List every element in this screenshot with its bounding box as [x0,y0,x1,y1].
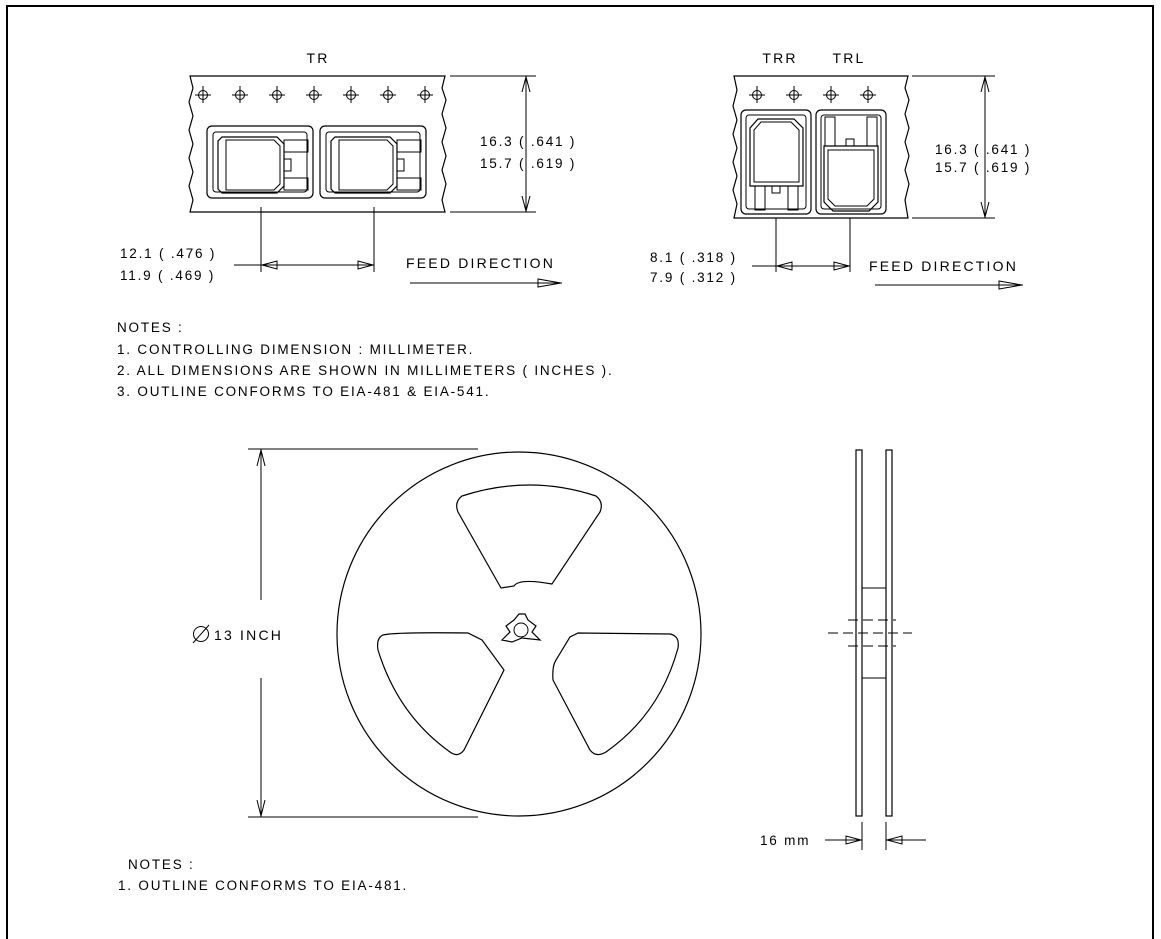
sprocket-holes-trr-trl [748,85,877,104]
trr-trl-feed-direction: FEED DIRECTION [869,258,1018,274]
trr-trl-height-max: 16.3 ( .641 ) [935,142,1031,157]
notes-bottom-heading: NOTES : [128,857,195,872]
diameter-icon [192,624,210,644]
reel-front-view [336,451,702,817]
trr-trl-height-dimension [912,75,995,219]
tr-height-max: 16.3 ( .641 ) [480,134,576,149]
tr-pitch-min: 11.9 ( .469 ) [120,268,215,283]
notes-bottom: NOTES : 1. OUTLINE CONFORMS TO EIA-481. [118,857,408,893]
tr-label: TR [306,50,329,66]
notes-top: NOTES : 1. CONTROLLING DIMENSION : MILLI… [117,320,614,399]
pocket-trr [740,109,812,215]
reel-width-dimension [825,822,926,850]
reel-window-left [376,632,505,756]
tr-feed-direction: FEED DIRECTION [406,255,555,271]
notes-top-item: 3. OUTLINE CONFORMS TO EIA-481 & EIA-541… [117,384,490,399]
tape-tr: TR [120,50,576,288]
tr-feed-arrow [410,278,562,288]
reel-diameter-label: 13 INCH [214,627,283,643]
trr-trl-pitch-min: 7.9 ( .312 ) [650,270,737,285]
reel-side-view [828,449,912,817]
trr-trl-pitch-dimension [752,218,851,272]
tape-trr-trl: TRR TRL [650,50,1031,290]
reel-window-top [456,484,602,589]
trr-trl-pitch-max: 8.1 ( .318 ) [650,250,737,265]
trr-label: TRR [762,50,797,66]
pocket-tr-2 [319,125,427,199]
sprocket-holes-tr [194,85,434,104]
drawing-frame [6,5,1154,939]
tr-height-dimension [450,75,536,213]
notes-bottom-item: 1. OUTLINE CONFORMS TO EIA-481. [118,878,408,893]
reel-diameter-dimension [248,448,478,818]
notes-top-item: 1. CONTROLLING DIMENSION : MILLIMETER. [117,342,474,357]
trl-label: TRL [832,50,865,66]
tr-pitch-max: 12.1 ( .476 ) [120,246,216,261]
trr-trl-height-min: 15.7 ( .619 ) [935,160,1031,175]
notes-top-heading: NOTES : [117,320,184,335]
pocket-trl [815,109,887,215]
tr-pitch-dimension [234,207,375,272]
reel-outer-circle [336,451,702,817]
pocket-tr-1 [206,125,314,199]
trr-trl-feed-arrow [875,280,1023,290]
tr-height-min: 15.7 ( .619 ) [480,156,576,171]
reel-window-right [552,632,679,756]
reel-width-label: 16 mm [760,833,810,848]
notes-top-item: 2. ALL DIMENSIONS ARE SHOWN IN MILLIMETE… [117,363,614,378]
reel-hub [500,613,542,643]
